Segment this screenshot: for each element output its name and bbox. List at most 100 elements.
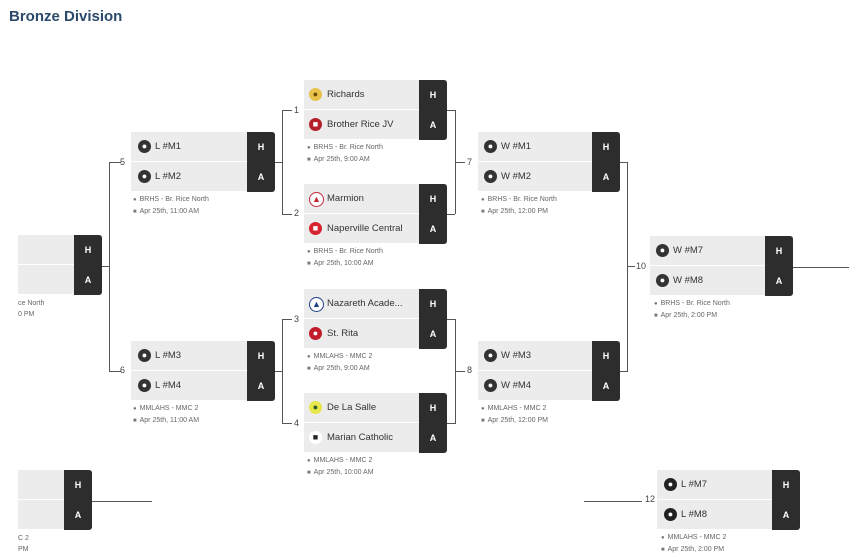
team-slot-away[interactable]: ● W #M2 A [478, 162, 620, 192]
match-5-info: BRHS - Br. Rice North Apr 25th, 11:00 AM [133, 194, 209, 218]
away-badge: A [64, 500, 92, 530]
team-slot-home[interactable]: ● Richards H [304, 80, 447, 110]
team-slot-home[interactable]: ● L #M1 H [131, 132, 275, 162]
home-badge: H [419, 289, 447, 319]
calendar-icon: Apr 25th, 2:00 PM [654, 310, 730, 322]
team-name: W #M4 [501, 380, 532, 391]
bracket-line [447, 110, 455, 111]
team-slot-away[interactable]: ● W #M8 A [650, 266, 793, 296]
match-5[interactable]: ● L #M1 H ● L #M2 A [131, 132, 275, 192]
match-7[interactable]: ● W #M1 H ● W #M2 A [478, 132, 620, 192]
match-location: BRHS - Br. Rice North [313, 144, 383, 151]
marmion-logo-icon: ▲ [309, 192, 324, 207]
bracket-line [282, 319, 292, 320]
team-name: De La Salle [327, 402, 377, 413]
team-slot-home[interactable]: H [18, 235, 102, 265]
st-rita-logo-icon: ● [309, 327, 322, 340]
calendar-icon: Apr 25th, 2:00 PM [661, 544, 726, 556]
away-badge: A [419, 214, 447, 244]
match-3[interactable]: ▲ Nazareth Acade... H ● St. Rita A [304, 289, 447, 349]
team-name: Marian Catholic [327, 432, 393, 443]
team-slot-home[interactable]: ▲ Marmion H [304, 184, 447, 214]
away-badge: A [419, 319, 447, 349]
location-pin-icon: MMLAHS - MMC 2 [661, 532, 727, 544]
de-la-salle-logo-icon: ● [309, 401, 322, 414]
match-partial-left-bottom[interactable]: H A [18, 470, 92, 530]
match-time: Apr 25th, 11:00 AM [139, 208, 200, 215]
match-4[interactable]: ● De La Salle H ■ Marian Catholic A [304, 393, 447, 453]
team-slot-away[interactable]: ● L #M4 A [131, 371, 275, 401]
match-time: Apr 25th, 12:00 PM [487, 208, 548, 215]
match-time: Apr 25th, 10:00 AM [313, 260, 374, 267]
volleyball-icon: ● [656, 274, 669, 287]
volleyball-icon: ● [484, 170, 497, 183]
team-slot-away[interactable]: ■ Brother Rice JV A [304, 110, 447, 140]
match-6[interactable]: ● L #M3 H ● L #M4 A [131, 341, 275, 401]
away-badge: A [419, 110, 447, 140]
match-partial-left-top[interactable]: H A [18, 235, 102, 295]
team-name: L #M1 [155, 141, 182, 152]
bracket-line [620, 371, 628, 372]
team-name: Brother Rice JV [327, 119, 394, 130]
team-slot-home[interactable]: H [18, 470, 92, 500]
match-partial-left-bottom-info: C 2 PM [18, 533, 29, 555]
away-badge: A [592, 371, 620, 401]
team-slot-away[interactable]: ■ Marian Catholic A [304, 423, 447, 453]
team-slot-away[interactable]: ● L #M2 A [131, 162, 275, 192]
calendar-icon: Apr 25th, 9:00 AM [307, 363, 372, 375]
bracket-line [275, 371, 283, 372]
bracket-line [109, 162, 110, 372]
volleyball-icon: ● [664, 478, 677, 491]
match-8[interactable]: ● W #M3 H ● W #M4 A [478, 341, 620, 401]
team-slot-away[interactable]: A [18, 500, 92, 530]
team-name: W #M7 [673, 245, 704, 256]
match-1[interactable]: ● Richards H ■ Brother Rice JV A [304, 80, 447, 140]
match-location: MMLAHS - MMC 2 [313, 457, 373, 464]
away-badge: A [247, 162, 275, 192]
team-slot-home[interactable]: ● W #M1 H [478, 132, 620, 162]
away-badge: A [765, 266, 793, 296]
match-8-info: MMLAHS - MMC 2 Apr 25th, 12:00 PM [481, 403, 548, 427]
match-number: 10 [636, 261, 647, 271]
match-time: Apr 25th, 2:00 PM [667, 546, 725, 553]
home-badge: H [247, 132, 275, 162]
volleyball-icon: ● [656, 244, 669, 257]
team-slot-home[interactable]: ● L #M3 H [131, 341, 275, 371]
division-title: Bronze Division [9, 8, 123, 25]
team-slot-home[interactable]: ● W #M7 H [650, 236, 793, 266]
team-slot-away[interactable]: ● W #M4 A [478, 371, 620, 401]
match-12[interactable]: ● L #M7 H ● L #M8 A [657, 470, 800, 530]
bracket-line [447, 214, 455, 215]
bracket-line [282, 110, 292, 111]
match-number: 4 [294, 418, 300, 428]
away-badge: A [247, 371, 275, 401]
match-2[interactable]: ▲ Marmion H ■ Naperville Central A [304, 184, 447, 244]
team-slot-home[interactable]: ● W #M3 H [478, 341, 620, 371]
calendar-icon: Apr 25th, 11:00 AM [133, 415, 199, 427]
match-10[interactable]: ● W #M7 H ● W #M8 A [650, 236, 793, 296]
match-number: 5 [120, 157, 126, 167]
team-slot-away[interactable]: ■ Naperville Central A [304, 214, 447, 244]
team-slot-home[interactable]: ● De La Salle H [304, 393, 447, 423]
team-name: W #M2 [501, 171, 532, 182]
team-slot-home[interactable]: ▲ Nazareth Acade... H [304, 289, 447, 319]
bracket-line [455, 371, 465, 372]
bracket-line [102, 266, 110, 267]
team-slot-home[interactable]: ● L #M7 H [657, 470, 800, 500]
location-pin-icon: MMLAHS - MMC 2 [481, 403, 548, 415]
match-number: 8 [467, 365, 473, 375]
match-number: 7 [467, 157, 473, 167]
home-badge: H [74, 235, 102, 265]
location-pin-icon: BRHS - Br. Rice North [481, 194, 557, 206]
team-slot-away[interactable]: ● St. Rita A [304, 319, 447, 349]
team-name: W #M8 [673, 275, 704, 286]
location-pin-icon: BRHS - Br. Rice North [133, 194, 209, 206]
volleyball-icon: ● [138, 379, 151, 392]
match-6-info: MMLAHS - MMC 2 Apr 25th, 11:00 AM [133, 403, 199, 427]
naperville-logo-icon: ■ [309, 222, 322, 235]
home-badge: H [419, 80, 447, 110]
match-number: 6 [120, 365, 126, 375]
calendar-icon: Apr 25th, 10:00 AM [307, 258, 383, 270]
team-slot-away[interactable]: A [18, 265, 102, 295]
team-slot-away[interactable]: ● L #M8 A [657, 500, 800, 530]
